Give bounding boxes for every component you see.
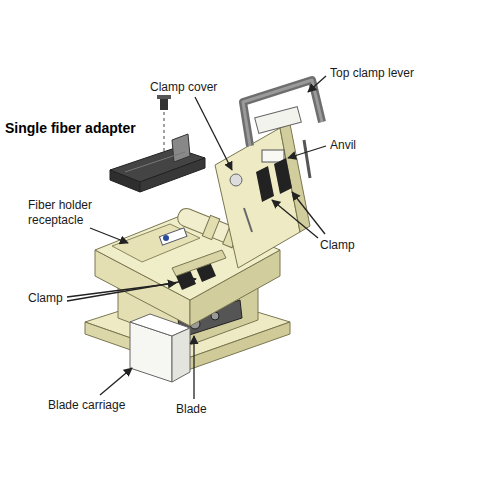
leader-line [67, 279, 196, 301]
adapter-side [140, 158, 205, 192]
leader-line [308, 76, 326, 92]
fiber-groove [125, 152, 185, 172]
adapter-tab [172, 134, 190, 162]
clamp-cover [230, 174, 242, 186]
part-label: Blade carriage [48, 398, 125, 413]
leader-line [90, 228, 128, 243]
carriage-side [172, 328, 190, 382]
part-label: Fiber holder receptacle [28, 198, 120, 228]
spring-pin [244, 208, 252, 232]
part-label: Anvil [330, 138, 356, 153]
blade-carriage [130, 314, 190, 382]
anvil [262, 150, 284, 162]
leader-line [272, 200, 318, 238]
name-plate [159, 228, 187, 245]
logo-dot [163, 235, 169, 241]
adapter-front [110, 170, 140, 192]
lever-block [255, 107, 302, 134]
part-label: Clamp cover [150, 80, 217, 95]
part-label: Clamp [28, 291, 63, 306]
leader-line [288, 146, 326, 158]
holder-receptacle [112, 224, 200, 262]
lower-clamps [172, 250, 226, 290]
clamp-rail [172, 250, 226, 276]
side-latch [304, 140, 310, 178]
part-title: Single fiber adapter [5, 120, 136, 137]
leader-line [100, 368, 132, 395]
adapter-screw [160, 98, 168, 110]
part-label: Blade [176, 402, 207, 417]
part-label: Top clamp lever [330, 66, 414, 81]
clamp-pad [274, 158, 292, 194]
fiber-adapter [110, 95, 205, 192]
part-label: Clamp [320, 238, 355, 253]
screw-head [157, 95, 171, 99]
clamp-pad [256, 166, 274, 202]
leader-line [292, 192, 325, 234]
leader-line [193, 336, 194, 399]
leader-line [195, 97, 232, 170]
hinge-ring [202, 215, 220, 239]
